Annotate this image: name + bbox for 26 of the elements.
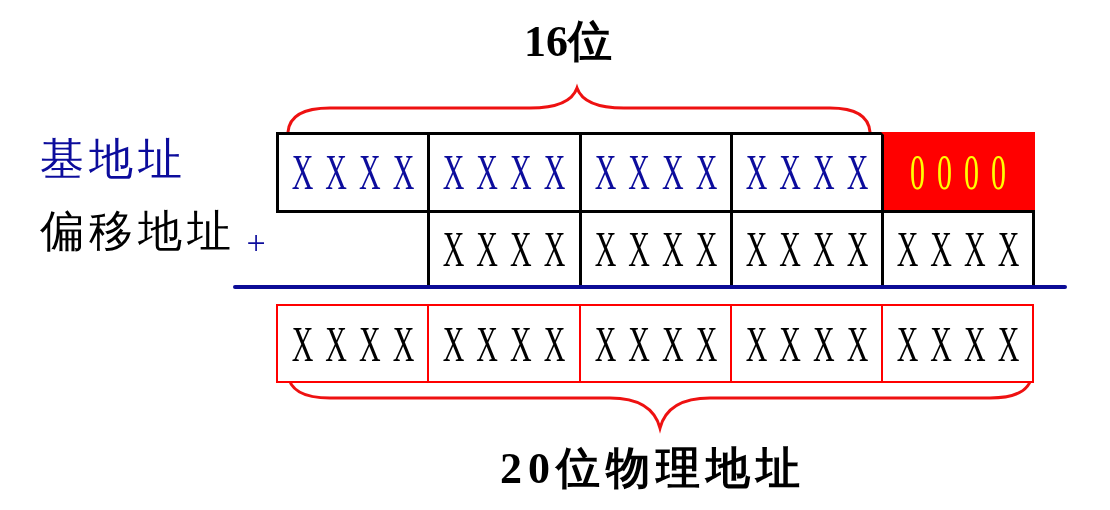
cell-text: XXXX	[745, 318, 880, 369]
cell-text: XXXX	[291, 147, 426, 197]
address-cell	[427, 304, 581, 383]
plus-sign: +	[246, 226, 266, 260]
cell-text: 0000	[909, 147, 1018, 197]
cell-text: XXXX	[896, 223, 1031, 274]
cell-text: XXXX	[896, 318, 1031, 369]
cell-text: XXXX	[442, 223, 578, 274]
cell-text: XXXX	[594, 223, 729, 274]
cell-text: XXXX	[745, 147, 880, 197]
address-cell	[275, 131, 430, 213]
row-label: 偏移地址	[39, 210, 236, 254]
cell-text: XXXX	[442, 147, 578, 197]
highlighted-cell	[880, 131, 1035, 213]
address-cell	[579, 304, 732, 383]
row-label: 基地址	[40, 138, 187, 182]
cell-text: XXXX	[745, 223, 880, 274]
cell-text: XXXX	[594, 147, 729, 197]
address-cell	[276, 304, 429, 383]
cell-text: XXXX	[442, 318, 578, 369]
cell-text: XXXX	[291, 318, 426, 369]
brace-label: 20位物理地址	[500, 447, 806, 491]
address-cell	[881, 304, 1034, 383]
cell-text: XXXX	[594, 318, 729, 369]
address-cell	[730, 304, 883, 383]
brace-label: 16位	[524, 20, 612, 64]
